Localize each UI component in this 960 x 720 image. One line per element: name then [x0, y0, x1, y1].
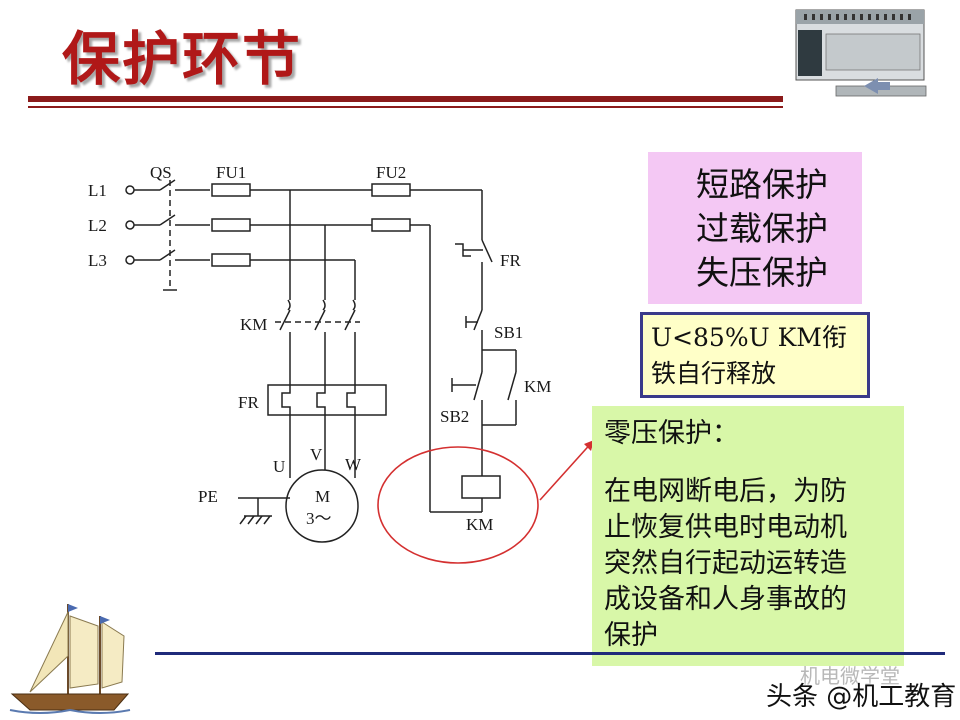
zero-voltage-line-1: 在电网断电后，为防 — [604, 476, 847, 507]
terminal-l3 — [125, 255, 135, 265]
label-km-coil: KM — [466, 515, 493, 534]
protection-types-box: 短路保护 过载保护 失压保护 — [648, 152, 862, 304]
terminal-l2 — [125, 220, 135, 230]
undervoltage-line-1: U<85%U KM衔 — [651, 323, 847, 352]
protection-line-2: 过载保护 — [696, 209, 828, 248]
label-sb2: SB2 — [440, 407, 469, 426]
zero-voltage-heading: 零压保护： — [604, 418, 739, 449]
label-l1: L1 — [88, 181, 107, 200]
zero-voltage-line-3: 突然自行起动运转造 — [604, 548, 847, 579]
protection-line-1: 短路保护 — [696, 165, 828, 204]
label-qs: QS — [150, 163, 172, 182]
plc-module-image — [795, 9, 927, 97]
watermark-brand: 机电微学堂 — [800, 664, 900, 688]
protection-line-3: 失压保护 — [696, 253, 828, 292]
fuse-fu2-a — [371, 183, 411, 197]
km-coil — [461, 475, 501, 499]
zero-voltage-line-5: 保护 — [604, 620, 658, 651]
label-km-aux: KM — [524, 377, 551, 396]
undervoltage-note-box: U<85%U KM衔 铁自行释放 — [640, 312, 870, 398]
motor-symbol — [285, 469, 359, 543]
terminal-l1 — [125, 185, 135, 195]
watermark-main: 头条 @机工教育 — [766, 682, 957, 712]
label-motor-3: 3～ — [306, 509, 332, 528]
label-l3: L3 — [88, 251, 107, 270]
fuse-fu1-b — [211, 218, 251, 232]
label-pe: PE — [198, 487, 218, 506]
label-l2: L2 — [88, 216, 107, 235]
label-u: U — [273, 457, 285, 476]
label-fr-relay: FR — [238, 393, 259, 412]
label-v: V — [310, 445, 323, 464]
label-fr-contact: FR — [500, 251, 521, 270]
fuse-fu1-a — [211, 183, 251, 197]
label-w: W — [345, 455, 362, 474]
label-motor-m: M — [315, 487, 330, 506]
fuse-fu2-b — [371, 218, 411, 232]
label-km-main: KM — [240, 315, 267, 334]
label-fu2: FU2 — [376, 163, 406, 182]
title-underline-thick — [28, 96, 783, 102]
zero-voltage-note-box: 零压保护： 在电网断电后，为防 止恢复供电时电动机 突然自行起动运转造 成设备和… — [592, 406, 904, 666]
slide-title: 保护环节 — [62, 25, 303, 93]
fuse-fu1-c — [211, 253, 251, 267]
undervoltage-line-2: 铁自行释放 — [651, 359, 777, 388]
footer-rule — [155, 652, 945, 655]
label-fu1: FU1 — [216, 163, 246, 182]
title-underline-thin — [28, 106, 783, 108]
thermal-relay-fr — [267, 384, 387, 416]
highlight-arrow — [539, 439, 595, 501]
highlight-ellipse — [377, 446, 539, 564]
zero-voltage-line-2: 止恢复供电时电动机 — [604, 512, 847, 543]
zero-voltage-line-4: 成设备和人身事故的 — [604, 584, 847, 615]
label-sb1: SB1 — [494, 323, 523, 342]
sailboat-icon — [9, 604, 131, 714]
